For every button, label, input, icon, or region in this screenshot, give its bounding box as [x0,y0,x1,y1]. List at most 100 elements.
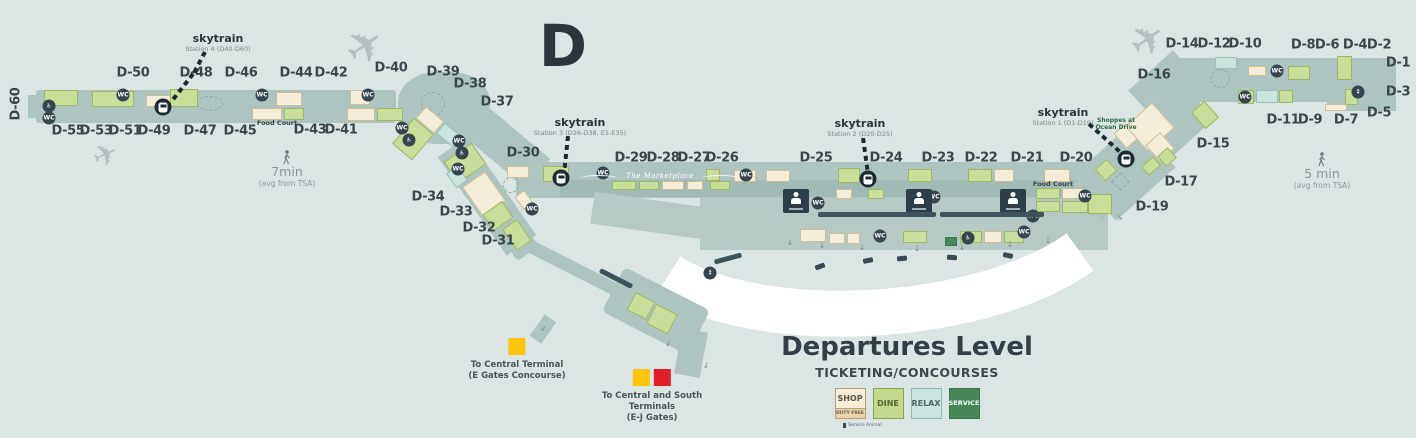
restroom-icon: WC [811,196,825,210]
direction-arrow-icon: ↓ [663,338,673,349]
gate-label-d-17: D-17 [1164,174,1198,190]
restroom-icon: WC [739,168,753,182]
legend-relax-swatch: RELAX [910,387,942,419]
direction-arrow-icon: ↓ [818,241,826,250]
gate-label-d-5: D-5 [1366,105,1392,121]
gate-label-d-47: D-47 [183,123,217,139]
legend-shop-swatch: SHOP [834,387,866,409]
skytrain-station-icon [154,98,172,116]
gate-label-d-46: D-46 [224,65,258,81]
gate-label-d-15: D-15 [1196,136,1230,152]
transfer-red-square [653,369,671,386]
direction-arrow-icon: ↓ [958,243,966,252]
dashed-outline [1211,69,1230,88]
amenity-dine [710,181,730,190]
restroom-icon: WC [1017,225,1031,239]
amenity-dine [908,169,932,182]
security-checkpoint-icon [906,189,932,213]
transfer-label-line: (E-J Gates) [626,413,678,424]
dashed-outline [503,177,519,193]
amenity-shop [994,169,1014,182]
gate-label-d-2: D-2 [1366,37,1392,53]
ticketing-block-west [590,191,714,241]
amenity-dine [968,169,992,182]
restroom-icon: WC [255,88,269,102]
restroom-icon: WC [395,121,409,135]
gate-label-d-16: D-16 [1137,67,1171,83]
skytrain-station-detail: Station 1 (D1-D19) [1032,119,1094,128]
skytrain-station-icon [552,169,570,187]
queue-walkway-bar [940,212,1044,217]
restroom-icon: WC [525,202,539,216]
amenity-dine [868,189,884,199]
amenity-shop [800,229,826,242]
restroom-icon: WC [452,134,466,148]
restroom-icon: WC [451,162,465,176]
service-animal-icon [843,422,846,428]
accessible-icon: ♿ [402,133,416,147]
concourse-letter: D [538,12,588,80]
gate-label-d-30: D-30 [506,145,540,161]
gate-label-d-27: D-27 [677,150,711,166]
amenity-dine [1288,66,1310,80]
amenity-shop [276,92,302,106]
gate-label-d-25: D-25 [799,150,833,166]
car-icon [946,254,958,261]
gate-label-d-22: D-22 [964,150,998,166]
transfer-label-line: Terminals [628,402,676,413]
gate-label-d-42: D-42 [314,65,348,81]
queue-walkway-bar [713,252,743,265]
concourse-left-tip [28,95,40,118]
security-checkpoint-icon [1000,189,1026,213]
amenity-dine [1088,194,1112,214]
legend-subtitle: TICKETING/CONCOURSES [815,364,999,380]
direction-arrow-icon: ↓ [786,238,794,247]
amenity-shop [662,181,684,190]
amenity-dine [612,181,636,190]
legend-note: Service Animal [777,422,1037,428]
gate-label-d-21: D-21 [1010,150,1044,166]
accessible-icon: ♿ [455,146,469,160]
area-label: Food Court [256,119,298,127]
gate-label-d-50: D-50 [116,65,150,81]
legend-service-swatch: SERVICE [948,387,980,419]
amenity-shop [252,108,282,120]
gate-label-d-33: D-33 [439,204,473,220]
amenity-dine [377,108,403,121]
amenity-shop [1248,66,1266,76]
gate-label-d-32: D-32 [462,220,496,236]
gate-label-d-37: D-37 [480,94,514,110]
elevator-icon: ↕ [1351,85,1365,99]
gate-label-d-44: D-44 [279,65,313,81]
transfer-label-line: To Central Terminal [470,360,564,370]
car-icon [814,262,826,271]
gate-label-d-53: D-53 [79,123,113,139]
amenity-shop [347,108,375,121]
direction-arrow-icon: ↓ [1114,212,1126,224]
map-legend: Departures Level TICKETING/CONCOURSES SH… [777,333,1037,428]
restroom-icon: WC [1270,64,1284,78]
skytrain-label: skytrain [192,32,244,45]
gate-label-d-31: D-31 [481,233,515,249]
amenity-shop [1044,169,1070,182]
amenity-shop [829,233,845,244]
gate-label-d-49: D-49 [137,123,171,139]
amenity-shop [836,189,852,199]
walk-time-note: (avg from TSA) [1293,181,1351,190]
walk-time-left: 7min (avg from TSA) [259,164,315,188]
skytrain-label: skytrain [834,117,886,130]
amenity-dine [1337,56,1352,80]
gate-label-d-23: D-23 [921,150,955,166]
gate-label-d-9: D-9 [1297,112,1323,128]
car-icon [1002,252,1014,259]
amenity-dine [903,231,927,243]
accessible-icon: ♿ [42,99,56,113]
pedestrian-icon [1317,152,1328,171]
restroom-icon: WC [42,111,56,125]
amenity-dine [838,168,860,183]
skytrain-station-detail: Station 4 (D40-D60) [185,45,251,54]
